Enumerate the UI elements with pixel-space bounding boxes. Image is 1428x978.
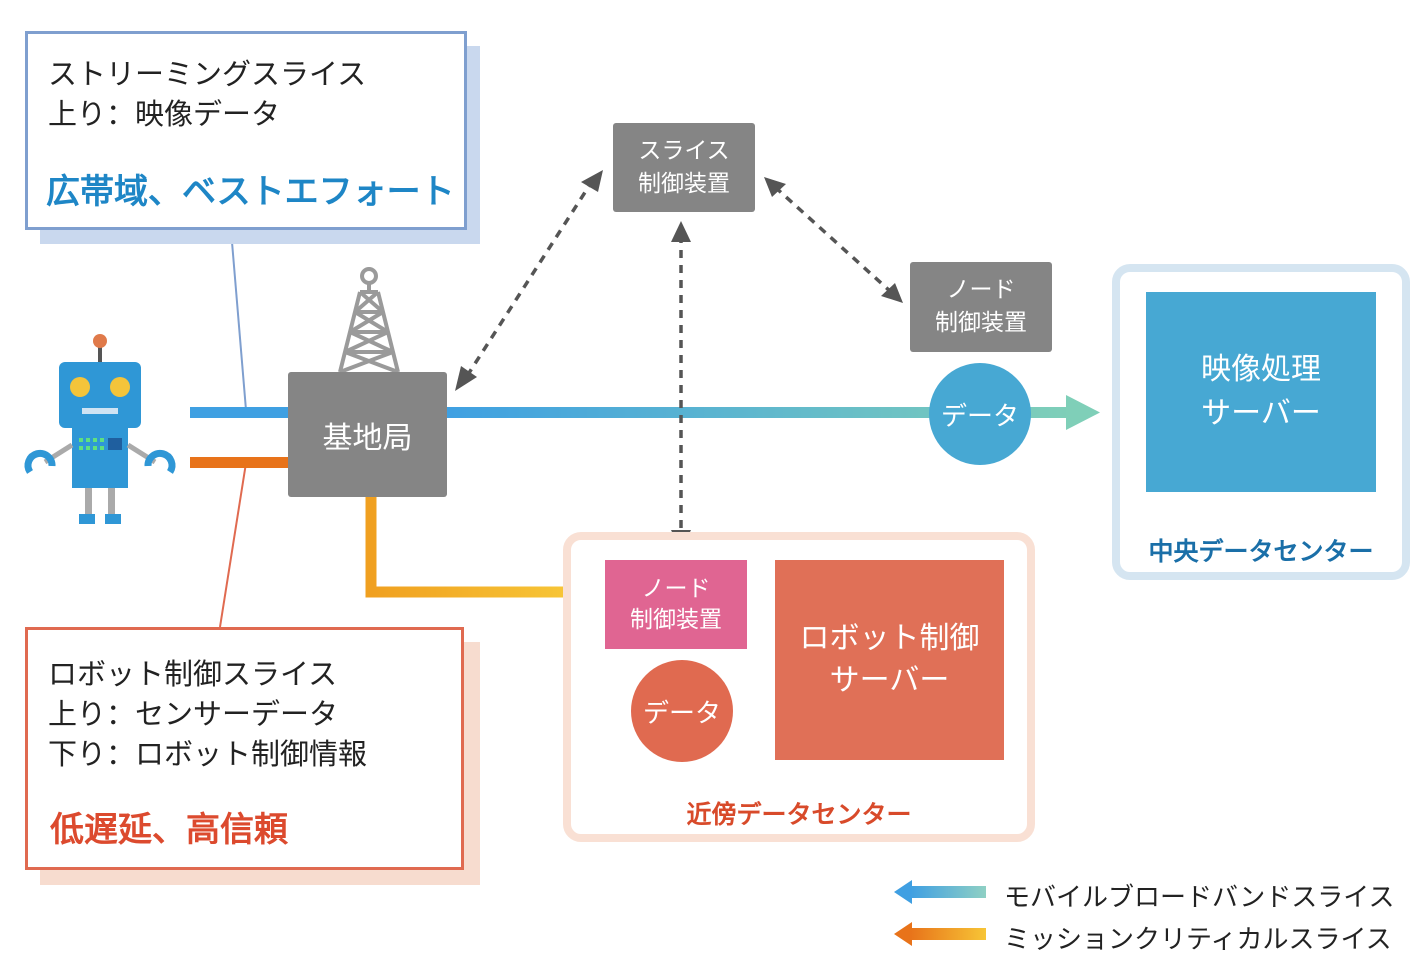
control-arrows: [465, 182, 893, 537]
base-station-label: 基地局: [322, 420, 413, 456]
mission-critical-path: [365, 497, 565, 598]
data-circle-nearby-label: データ: [642, 698, 721, 729]
robot-control-slice-callout: ロボット制御スライス 上り：センサーデータ 下り：ロボット制御情報 低遅延、高信…: [25, 627, 464, 870]
robot-slice-title: ロボット制御スライス: [48, 657, 338, 691]
streaming-slice-title: ストリーミングスライス: [48, 57, 367, 91]
mobile-broadband-path: [446, 407, 1072, 418]
legend-mission-critical: ミッションクリティカルスライス: [1004, 925, 1392, 955]
slice-controller-line2: 制御装置: [638, 170, 730, 197]
stream-callout-leader: [230, 229, 247, 411]
streaming-uplink-text: 上り：映像データ: [48, 97, 281, 131]
node-controller-central-line1: ノード: [946, 277, 1016, 303]
node-controller-nearby-line1: ノード: [641, 575, 711, 602]
mobile-broadband-arrowhead: [1066, 395, 1100, 430]
slice-controller-line1: スライス: [638, 137, 730, 164]
video-server-line2: サーバー: [1201, 396, 1321, 431]
streaming-characteristic: 広帯域、ベストエフォート: [46, 172, 455, 212]
data-circle-central: データ: [929, 363, 1031, 465]
node-controller-central-line2: 制御装置: [935, 310, 1027, 336]
robot-link-orange: [190, 457, 290, 468]
central-dc-label: 中央データセンター: [1148, 537, 1374, 566]
nearby-data-center: ノード 制御装置 データ ロボット制御 サーバー 近傍データセンター: [563, 532, 1035, 842]
robot-uplink-text: 上り：センサーデータ: [48, 697, 339, 731]
robot-server-line2: サーバー: [829, 663, 950, 698]
video-server-line1: 映像処理: [1201, 352, 1321, 387]
legend-arrow-mobile-broadband-icon: [894, 880, 986, 904]
node-controller-central-box: ノード 制御装置: [910, 262, 1052, 352]
node-controller-nearby-line2: 制御装置: [630, 606, 722, 633]
legend-arrow-mission-critical-icon: [894, 922, 986, 946]
slice-controller-box: スライス 制御装置: [613, 123, 755, 212]
robot-callout-leader: [219, 462, 247, 628]
streaming-slice-callout: ストリーミングスライス 上り：映像データ 広帯域、ベストエフォート: [25, 31, 467, 230]
robot-downlink-text: 下り：ロボット制御情報: [48, 737, 368, 771]
robot-uplink-blue: [190, 407, 290, 418]
node-controller-nearby-box: ノード 制御装置: [605, 560, 747, 649]
robot-characteristic: 低遅延、高信頼: [50, 810, 288, 850]
video-processing-server: 映像処理 サーバー: [1146, 292, 1376, 492]
data-circle-central-label: データ: [940, 401, 1019, 432]
tower-icon: [338, 267, 400, 374]
data-circle-nearby: データ: [631, 660, 733, 762]
robot-icon: [24, 334, 176, 524]
legend-mobile-broadband: モバイルブロードバンドスライス: [1004, 883, 1395, 913]
control-arrowheads: [455, 170, 903, 551]
central-data-center: 映像処理 サーバー 中央データセンター: [1112, 264, 1410, 580]
robot-control-server: ロボット制御 サーバー: [775, 560, 1004, 760]
base-station-box: 基地局: [288, 372, 447, 497]
robot-server-line1: ロボット制御: [799, 621, 980, 656]
nearby-dc-label: 近傍データセンター: [686, 800, 912, 829]
